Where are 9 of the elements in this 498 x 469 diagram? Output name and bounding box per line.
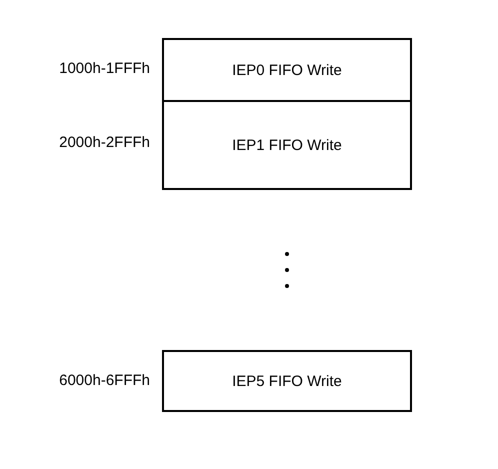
- memory-block: [162, 350, 412, 412]
- memory-block: [162, 38, 412, 102]
- address-range: 6000h-6FFFh: [58, 372, 150, 389]
- address-range: 2000h-2FFFh: [58, 134, 150, 151]
- memory-block: [162, 100, 412, 190]
- address-range: 1000h-1FFFh: [58, 60, 150, 77]
- block-label: IEP0 FIFO Write: [232, 62, 342, 78]
- block-label: IEP1 FIFO Write: [232, 136, 342, 154]
- block-label: IEP5 FIFO Write: [232, 372, 342, 390]
